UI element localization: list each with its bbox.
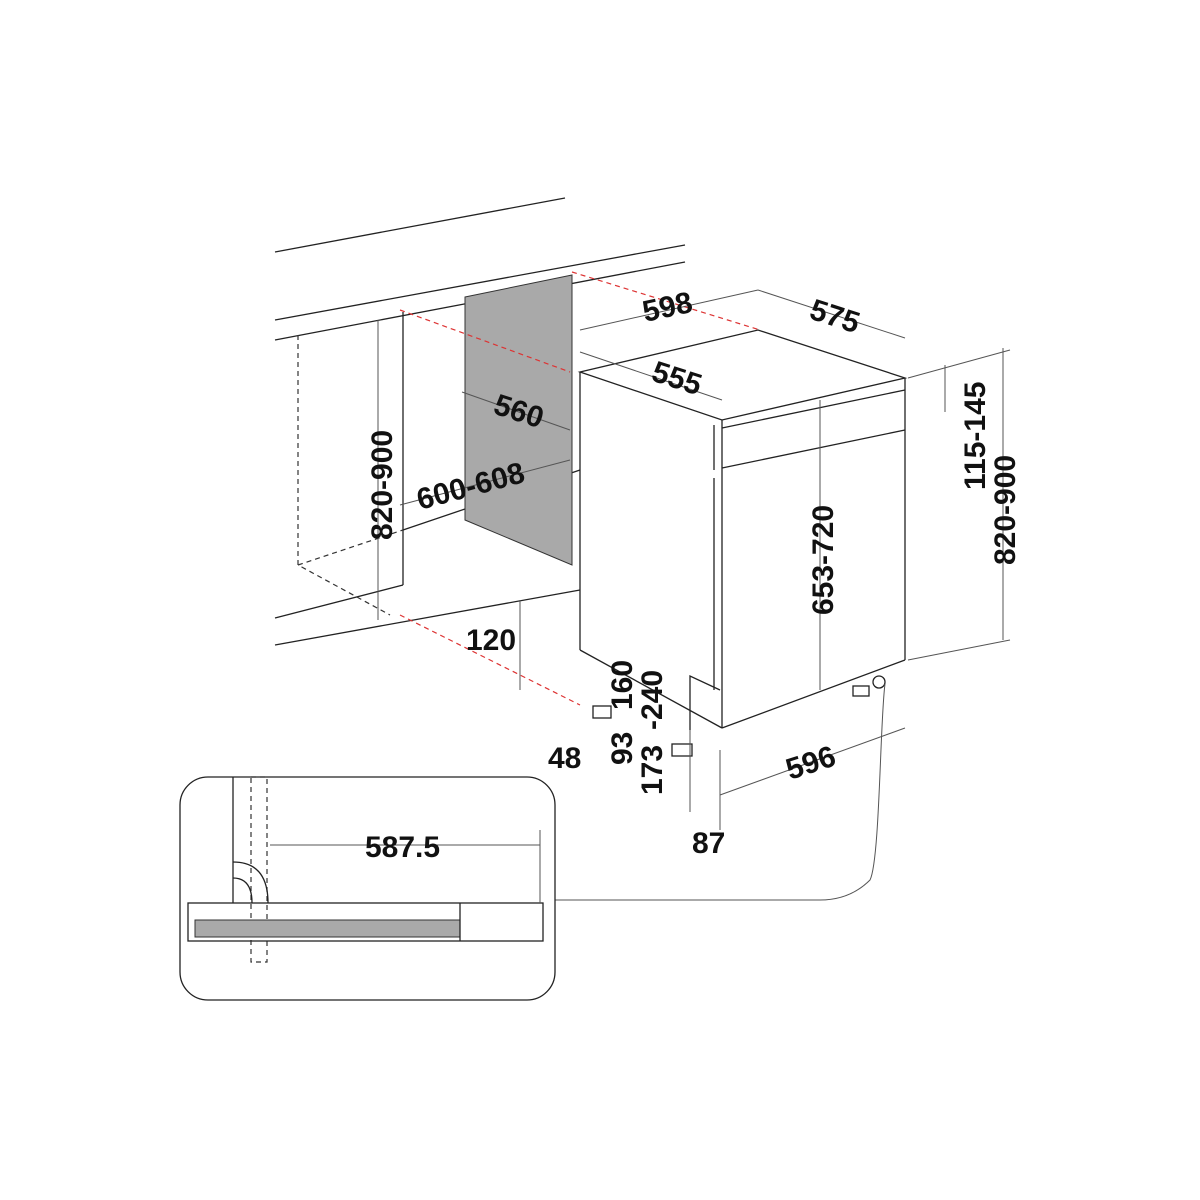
side-panel bbox=[464, 274, 573, 566]
foot bbox=[592, 705, 612, 719]
dim-48: 48 bbox=[548, 742, 581, 775]
dim-niche-height: 820-900 bbox=[366, 430, 399, 540]
detail-inset bbox=[179, 776, 556, 1001]
foot bbox=[671, 743, 693, 757]
dim-160: 160 bbox=[606, 660, 639, 710]
dim-575: 575 bbox=[806, 293, 864, 340]
foot bbox=[852, 685, 870, 697]
dim-115-145: 115-145 bbox=[959, 382, 992, 490]
dishwasher bbox=[555, 329, 908, 901]
dim-240: -240 bbox=[636, 670, 669, 730]
dim-587-5: 587.5 bbox=[365, 831, 440, 864]
dim-87: 87 bbox=[692, 827, 725, 860]
hose-connector bbox=[872, 675, 886, 689]
red-reference-lines bbox=[399, 271, 761, 706]
dim-596: 596 bbox=[782, 740, 840, 787]
dim-173: 173 bbox=[636, 745, 669, 795]
dim-598: 598 bbox=[640, 286, 696, 329]
dimension-lines bbox=[377, 289, 1011, 830]
dim-120: 120 bbox=[466, 624, 516, 657]
dim-93: 93 bbox=[606, 732, 639, 765]
dim-555: 555 bbox=[648, 355, 706, 402]
dim-653-720: 653-720 bbox=[807, 505, 840, 615]
dim-total-height: 820-900 bbox=[989, 455, 1022, 565]
